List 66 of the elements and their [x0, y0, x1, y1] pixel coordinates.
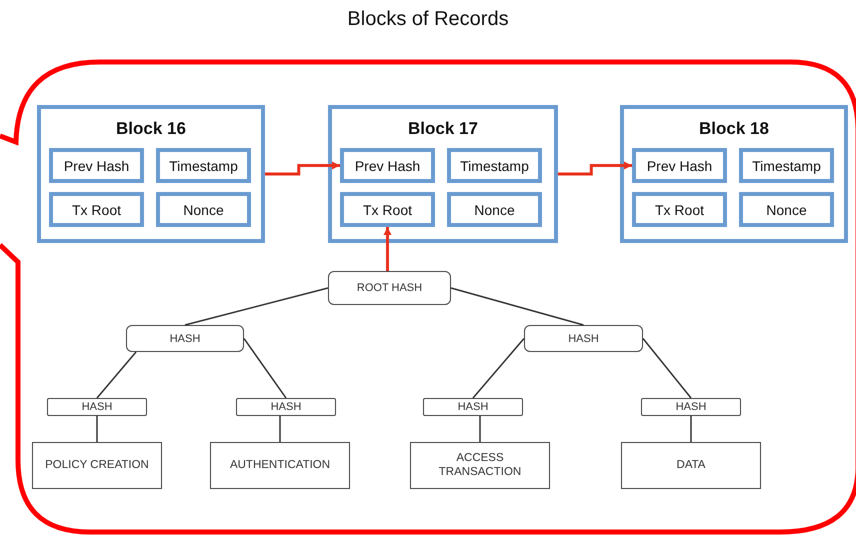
box-label: Nonce [766, 202, 807, 218]
box-label: HASH [676, 401, 706, 413]
data-box [210, 442, 350, 489]
field-box [447, 148, 542, 183]
field-box [632, 192, 727, 227]
field-box [739, 148, 834, 183]
connector-line [690, 416, 692, 442]
field-box [156, 192, 251, 227]
hash-box [47, 398, 147, 416]
connector-line [479, 416, 481, 442]
box-label: HASH [82, 401, 112, 413]
diagram-title: Blocks of Records [346, 8, 510, 31]
field-box [632, 148, 727, 183]
hash-box [423, 398, 523, 416]
arrow [384, 227, 392, 271]
box-label: ACCESS TRANSACTION [438, 452, 522, 479]
block-title: Block 18 [699, 119, 769, 139]
block-box [620, 105, 848, 243]
box-label: ROOT HASH [356, 282, 422, 294]
box-label: POLICY CREATION [45, 458, 149, 472]
block-title: Block 16 [116, 119, 186, 139]
data-box [32, 442, 162, 489]
connector-line [642, 338, 692, 398]
arrow [558, 162, 632, 176]
field-box [340, 192, 435, 227]
block-box [37, 105, 265, 243]
box-label: Tx Root [654, 202, 704, 218]
connector-line [184, 287, 328, 326]
connector-line [96, 352, 137, 398]
box-label: Timestamp [460, 158, 529, 174]
box-label: HASH [458, 401, 488, 413]
connector-line [279, 416, 281, 442]
field-box [340, 148, 435, 183]
connector-line [450, 287, 584, 326]
data-box [410, 442, 550, 489]
hash-box [328, 271, 451, 305]
connector-line [472, 338, 525, 398]
box-label: Timestamp [169, 158, 238, 174]
box-label: Prev Hash [64, 158, 130, 174]
connector-line [243, 338, 287, 398]
box-label: HASH [170, 332, 200, 344]
connector-line [96, 416, 98, 442]
box-label: Tx Root [72, 202, 121, 218]
box-label: Prev Hash [646, 158, 712, 174]
field-box [739, 192, 834, 227]
box-label: Tx Root [362, 202, 412, 218]
data-box [621, 442, 761, 489]
box-label: Nonce [183, 202, 224, 218]
box-label: Prev Hash [354, 158, 420, 174]
arrow [265, 162, 340, 176]
hash-box [236, 398, 336, 416]
field-box [49, 148, 144, 183]
box-label: AUTHENTICATION [230, 458, 330, 472]
box-label: Nonce [474, 202, 515, 218]
box-label: HASH [568, 332, 599, 344]
box-label: Timestamp [752, 158, 821, 174]
field-box [49, 192, 144, 227]
field-box [156, 148, 251, 183]
hash-box [126, 325, 244, 352]
box-label: DATA [676, 458, 706, 472]
hash-box [524, 325, 643, 352]
field-box [447, 192, 542, 227]
block-box [328, 105, 558, 243]
block-title: Block 17 [408, 119, 478, 139]
box-label: HASH [270, 401, 302, 413]
hash-box [641, 398, 741, 416]
